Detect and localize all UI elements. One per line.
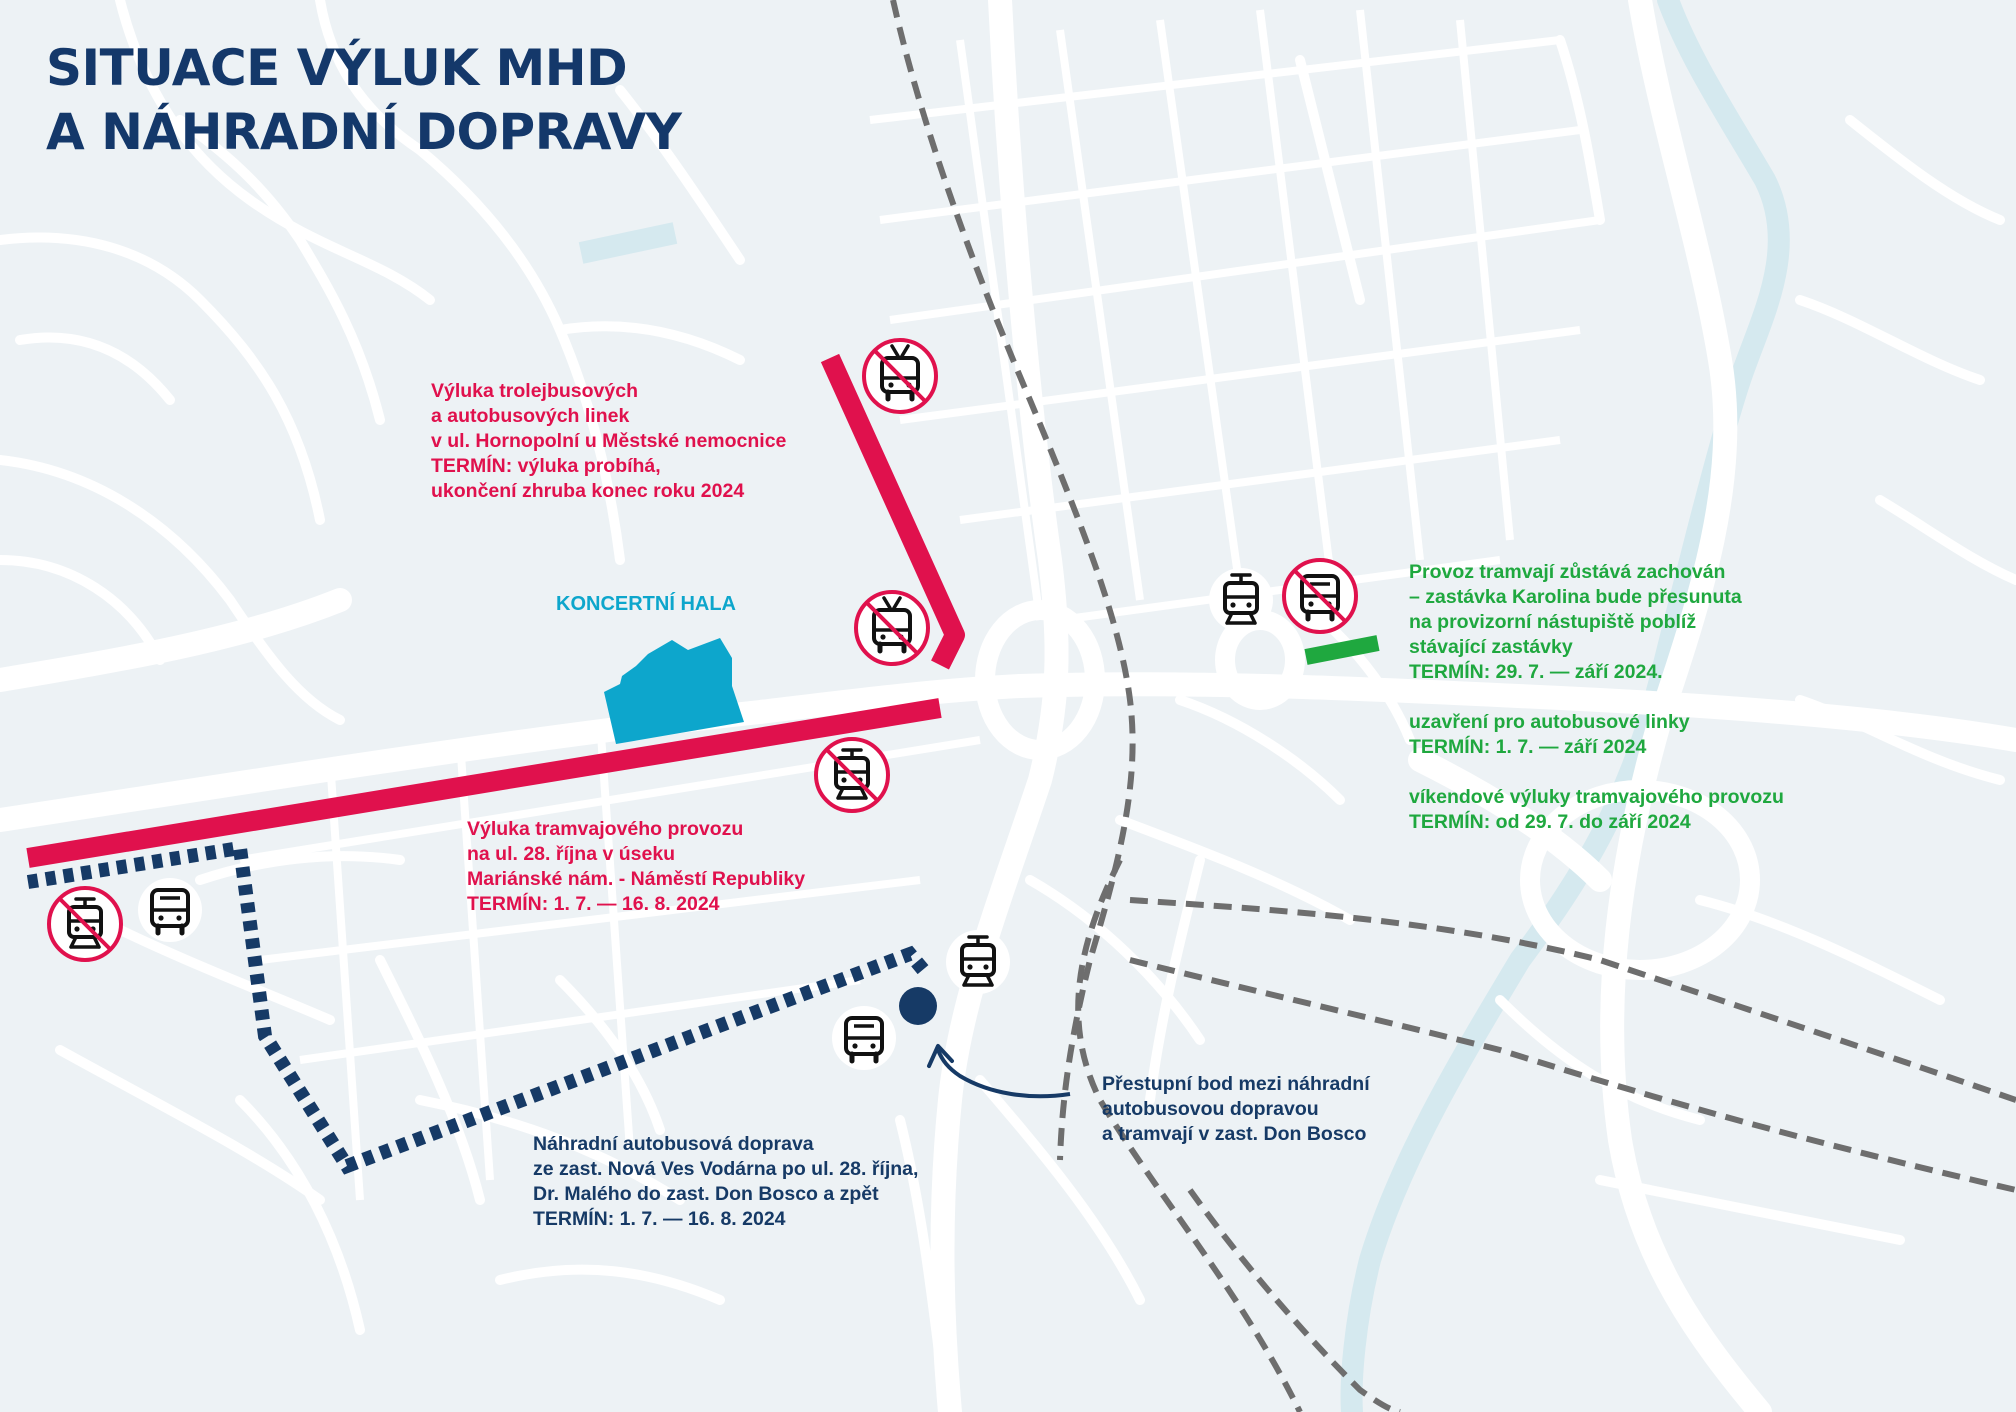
note-spacer — [1409, 685, 1784, 710]
note-line: TERMÍN: od 29. 7. do září 2024 — [1409, 811, 1691, 833]
map-title-line-2: A NÁHRADNÍ DOPRAVY — [46, 103, 682, 161]
note-line: na ul. 28. října v úseku — [467, 843, 676, 865]
note-line: Provoz tramvají zůstává zachován — [1409, 561, 1726, 583]
note-line: a autobusových linek — [431, 405, 630, 427]
note-line: stávající zastávky — [1409, 636, 1573, 658]
replacement-bus-note: Náhradní autobusová doprava ze zast. Nov… — [533, 1132, 918, 1232]
note-line: Výluka tramvajového provozu — [467, 818, 744, 840]
map-title: SITUACE VÝLUK MHD A NÁHRADNÍ DOPRAVY — [46, 36, 682, 164]
no-tram-icon-center — [814, 737, 890, 813]
karolina-provisional-platform — [1304, 635, 1380, 665]
transfer-arrow-icon — [936, 1049, 1071, 1099]
note-spacer — [1409, 760, 1784, 785]
concert-hall-building — [604, 638, 744, 744]
note-line: TERMÍN: 1. 7. — 16. 8. 2024 — [533, 1208, 786, 1230]
note-line: Mariánské nám. - Náměstí Republiky — [467, 868, 806, 890]
bus-icon-don-bosco — [832, 1006, 896, 1070]
no-bus-icon-karolina — [1282, 558, 1358, 634]
no-tram-icon-west — [47, 886, 123, 962]
note-line: Náhradní autobusová doprava — [533, 1133, 814, 1155]
concert-hall-label: KONCERTNÍ HALA — [556, 593, 736, 615]
map-title-line-1: SITUACE VÝLUK MHD — [46, 39, 628, 97]
note-line: ukončení zhruba konec roku 2024 — [431, 480, 745, 502]
note-line: – zastávka Karolina bude přesunuta — [1409, 586, 1742, 608]
trolleybus-closure-note: Výluka trolejbusových a autobusových lin… — [431, 379, 786, 504]
note-line: Výluka trolejbusových — [431, 380, 638, 402]
note-line: víkendové výluky tramvajového provozu — [1409, 786, 1784, 808]
note-line: uzavření pro autobusové linky — [1409, 711, 1690, 733]
note-line: Dr. Malého do zast. Don Bosco a zpět — [533, 1183, 879, 1205]
transfer-point-note: Přestupní bod mezi náhradní autobusovou … — [1102, 1072, 1370, 1147]
note-line: v ul. Hornopolní u Městské nemocnice — [431, 430, 787, 452]
note-line: ze zast. Nová Ves Vodárna po ul. 28. říj… — [533, 1158, 919, 1180]
bus-icon-west — [138, 878, 202, 942]
note-line: autobusovou dopravou — [1102, 1098, 1319, 1120]
note-line: Přestupní bod mezi náhradní — [1102, 1073, 1370, 1095]
note-line: TERMÍN: 1. 7. — září 2024 — [1409, 736, 1647, 758]
note-line: a tramvají v zast. Don Bosco — [1102, 1123, 1367, 1145]
tram-icon-don-bosco — [946, 930, 1010, 994]
transfer-point-marker — [899, 987, 937, 1025]
tram-closure-route — [26, 698, 942, 868]
no-trolleybus-icon-north — [862, 338, 938, 414]
note-line: TERMÍN: 29. 7. — září 2024. — [1409, 661, 1663, 683]
trolleybus-closure-route — [820, 353, 965, 670]
karolina-tram-note: Provoz tramvají zůstává zachován – zastá… — [1409, 560, 1784, 835]
note-line: TERMÍN: 1. 7. — 16. 8. 2024 — [467, 893, 720, 915]
note-line: TERMÍN: výluka probíhá, — [431, 455, 661, 477]
tram-closure-note: Výluka tramvajového provozu na ul. 28. ř… — [467, 817, 805, 917]
no-trolleybus-icon-mid — [854, 590, 930, 666]
tram-icon-karolina — [1209, 568, 1273, 632]
note-line: na provizorní nástupiště poblíž — [1409, 611, 1697, 633]
